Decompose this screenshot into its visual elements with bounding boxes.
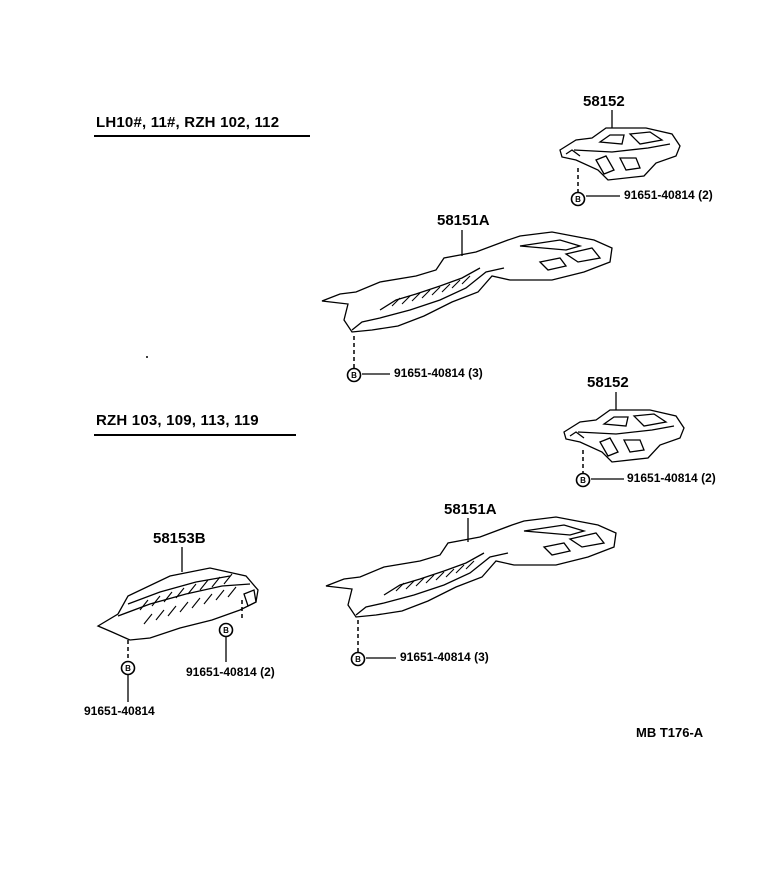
- bolt-label-g2-left-right: 91651-40814 (2): [186, 665, 275, 679]
- diagram-reference-code: MB T176-A: [636, 725, 704, 740]
- part-label-58153b: 58153B: [153, 530, 206, 547]
- part-label-58151a-g2: 58151A: [444, 501, 497, 518]
- part-label-58152-g1: 58152: [583, 93, 625, 110]
- bolt-symbol: B: [580, 476, 586, 485]
- bolt-label-g1-main: 91651-40814 (3): [394, 366, 483, 380]
- heat-insulator-58153b: [96, 567, 259, 641]
- part-label-58151a-g1: 58151A: [437, 212, 490, 229]
- bolt-symbol: B: [223, 626, 229, 635]
- group2-title: RZH 103, 109, 113, 119: [96, 412, 259, 429]
- bolt-symbol: B: [355, 655, 361, 664]
- bolt-symbol: B: [351, 371, 357, 380]
- group2-title-underline: [94, 434, 296, 436]
- heat-insulator-58151a-g1: [321, 231, 613, 333]
- heat-insulator-58151a-g2: [325, 516, 617, 618]
- group1-title: LH10#, 11#, RZH 102, 112: [96, 114, 280, 131]
- group1-title-underline: [94, 135, 310, 137]
- bolt-label-g2-top: 91651-40814 (2): [627, 471, 716, 485]
- bolt-symbols: B B B B B B: [125, 195, 586, 673]
- bolt-symbol: B: [125, 664, 131, 673]
- bolt-label-g1-top: 91651-40814 (2): [624, 188, 713, 202]
- heat-insulator-58152-g1: [559, 127, 681, 181]
- bolt-label-g2-left-left: 91651-40814: [84, 704, 155, 718]
- bolt-label-g2-main: 91651-40814 (3): [400, 650, 489, 664]
- part-label-58152-g2: 58152: [587, 374, 629, 391]
- bolt-symbol: B: [575, 195, 581, 204]
- stray-dot: [146, 356, 148, 358]
- heat-insulator-58152-g2: [563, 409, 685, 463]
